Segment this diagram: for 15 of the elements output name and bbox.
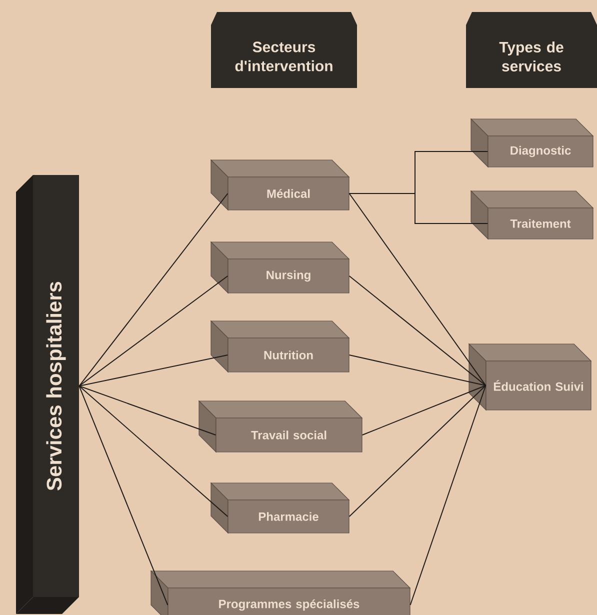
connector-line: [78, 386, 228, 517]
connector-line: [78, 354, 228, 386]
column-header: Types de services: [466, 12, 597, 88]
connector-line: [348, 385, 486, 517]
connector-line: [348, 193, 488, 224]
connector-line: [78, 386, 216, 436]
connector-line: [348, 276, 486, 386]
connector-line: [348, 193, 486, 386]
column-header: Secteurs d'intervention: [211, 12, 357, 88]
connector-line: [362, 385, 486, 436]
connector-line: [348, 354, 486, 386]
vertical-bar: Services hospitaliers: [16, 175, 79, 614]
connector-line: [410, 385, 486, 606]
connector-line: [78, 193, 228, 386]
connector-line: [78, 386, 168, 606]
